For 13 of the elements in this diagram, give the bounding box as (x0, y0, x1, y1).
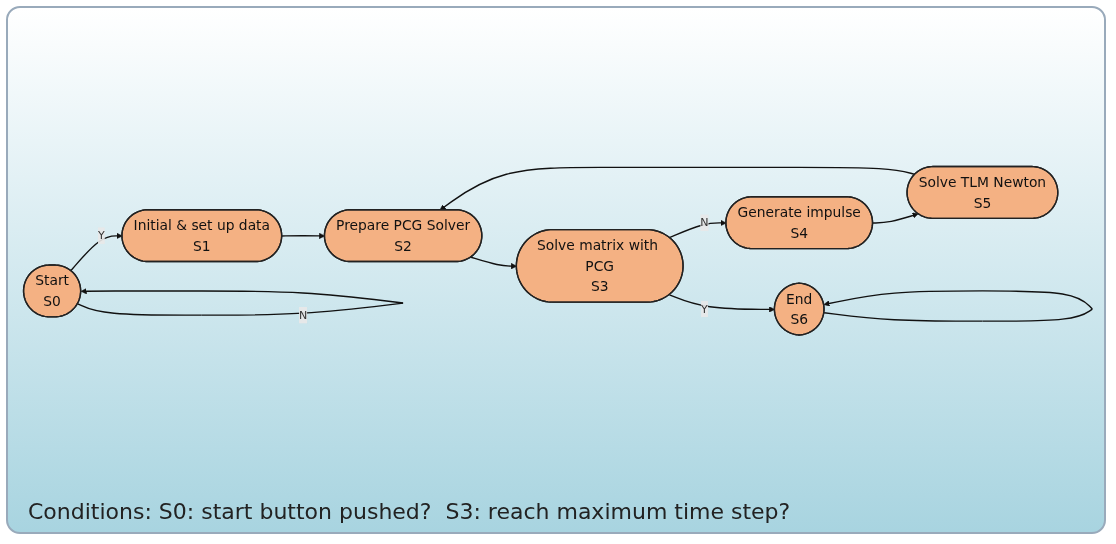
arrow (872, 212, 919, 224)
edge-label: Y (97, 228, 105, 243)
arrow (470, 256, 517, 270)
background-panel: N Y N Y Start S0 Initial & set up data S1 Prepare PCG Solver S2 Solve matrix with PCG S3 Generate impulse S4 Solve TLM Newton S5 End S6 Conditions: S0: start button pushed? S3: reach maximum time step? (6, 6, 1106, 534)
arrow (668, 220, 727, 239)
edge-label: N (298, 308, 308, 322)
edge-label: N (700, 216, 709, 230)
conditions-note: Conditions: S0: start button pushed? S3: reach maximum time step? (28, 499, 791, 524)
arrow (77, 288, 404, 317)
arrow (823, 290, 1093, 323)
edge-label: Y (701, 302, 708, 316)
arrow (439, 166, 916, 211)
arrow (70, 233, 123, 272)
